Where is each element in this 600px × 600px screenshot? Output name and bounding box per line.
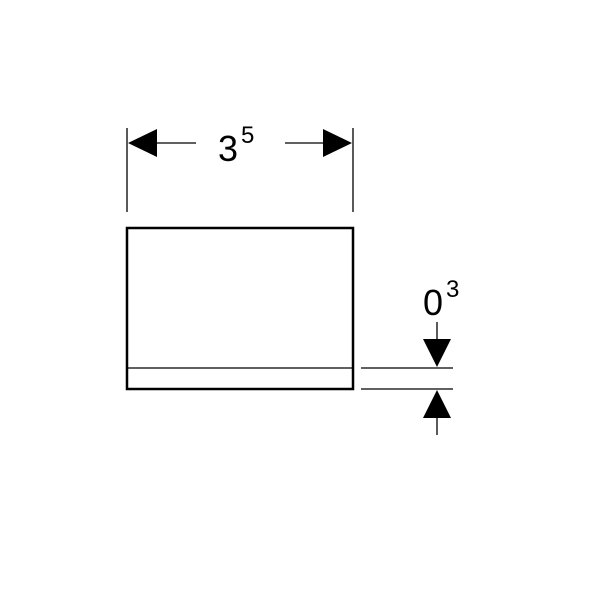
panel [125,226,355,391]
arrow-right-icon [323,129,352,157]
thickness-dimension-superscript: 3 [446,276,459,303]
thickness-dimension: 0 3 [361,276,459,435]
arrow-up-icon [423,390,451,418]
width-dimension-value: 3 [218,128,238,169]
width-dimension: 3 5 [126,122,354,212]
panel-outline [125,226,355,391]
thickness-dimension-value: 0 [423,282,443,323]
width-dimension-superscript: 5 [241,122,254,149]
arrow-down-icon [423,339,451,367]
arrow-left-icon [128,129,157,157]
